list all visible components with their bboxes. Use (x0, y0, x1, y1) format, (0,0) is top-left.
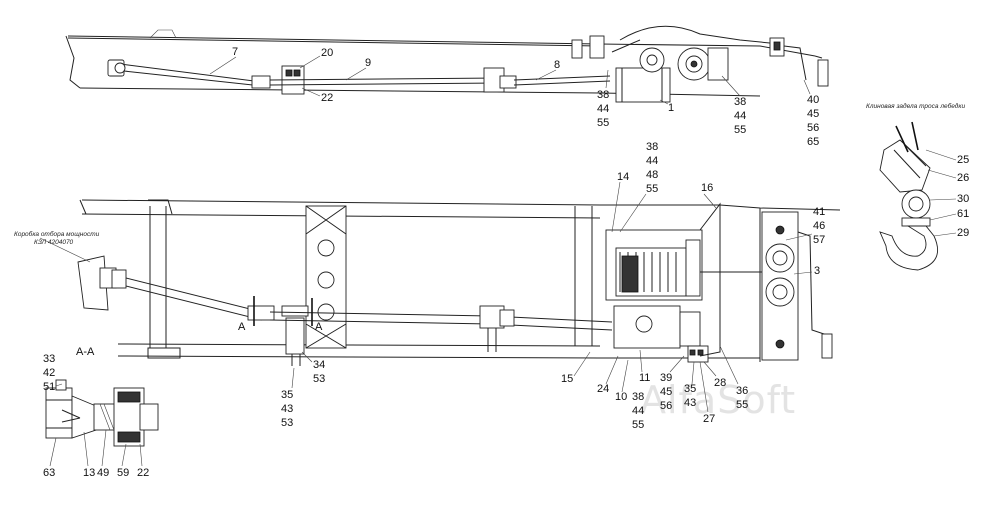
top-view (65, 25, 829, 103)
callout-44b: 44 (734, 110, 746, 122)
section-a-a (45, 379, 159, 447)
callout-7: 7 (232, 46, 238, 58)
callout-m15: 15 (561, 373, 573, 385)
cut-mark-right: А (315, 321, 323, 333)
callout-m35: 35 (281, 389, 293, 401)
callout-m24: 24 (597, 383, 609, 395)
callout-h26: 26 (957, 172, 969, 184)
callout-56: 56 (807, 122, 819, 134)
callout-40: 40 (807, 94, 819, 106)
callout-m46: 46 (813, 220, 825, 232)
callout-m38: 38 (646, 141, 658, 153)
callout-55: 55 (597, 117, 609, 129)
callout-s33: 33 (43, 353, 55, 365)
pto-note-line2: КЗЛ 4204070 (34, 239, 74, 246)
callout-m44c: 44 (632, 405, 644, 417)
callout-m43b: 43 (684, 397, 696, 409)
pto-note-line1: Коробка отбора мощности (14, 230, 100, 238)
callout-s59: 59 (117, 467, 129, 479)
callout-45: 45 (807, 108, 819, 120)
callout-m14: 14 (617, 171, 629, 183)
callout-s13: 13 (83, 467, 95, 479)
callout-m56: 56 (660, 400, 672, 412)
callout-20: 20 (321, 47, 333, 59)
callout-h30: 30 (957, 193, 969, 205)
cut-mark-left: А (238, 321, 246, 333)
callout-m44: 44 (646, 155, 658, 167)
callout-m34: 34 (313, 359, 325, 371)
callout-m53b: 53 (281, 417, 293, 429)
callout-s49: 49 (97, 467, 109, 479)
callout-m39: 39 (660, 372, 672, 384)
callout-38: 38 (597, 89, 609, 101)
callout-m48: 48 (646, 169, 658, 181)
callout-65: 65 (807, 136, 819, 148)
callout-h61: 61 (957, 208, 969, 220)
callout-8: 8 (554, 59, 560, 71)
callout-s63: 63 (43, 467, 55, 479)
callout-44: 44 (597, 103, 609, 115)
callout-m41: 41 (813, 206, 825, 218)
hook-note: Клиновая задела троса лебедки (866, 102, 965, 110)
callout-m45: 45 (660, 386, 672, 398)
callout-m11: 11 (639, 372, 650, 384)
callout-m57: 57 (813, 234, 825, 246)
callout-m55d: 55 (736, 399, 748, 411)
callout-m28: 28 (714, 377, 726, 389)
callout-s22: 22 (137, 467, 149, 479)
callout-s42: 42 (43, 367, 55, 379)
callout-38b: 38 (734, 96, 746, 108)
callout-m53: 53 (313, 373, 325, 385)
hook-detail (879, 121, 938, 271)
callout-m55c: 55 (632, 419, 644, 431)
callout-m10: 10 (615, 391, 627, 403)
callout-m27: 27 (703, 413, 715, 425)
callout-m35b: 35 (684, 383, 696, 395)
callout-22: 22 (321, 92, 333, 104)
plan-view (77, 199, 841, 366)
callout-9: 9 (365, 57, 371, 69)
callout-s51: 51 (43, 381, 55, 393)
callout-m16: 16 (701, 182, 713, 194)
callout-h29: 29 (957, 227, 969, 239)
section-title: А-А (76, 346, 95, 358)
callout-m38c: 38 (632, 391, 644, 403)
callout-m43: 43 (281, 403, 293, 415)
callout-1: 1 (668, 102, 674, 114)
watermark: AlfaSoft (640, 378, 796, 422)
callout-55b: 55 (734, 124, 746, 136)
callout-m55: 55 (646, 183, 658, 195)
callout-m3: 3 (814, 265, 820, 277)
callout-h25: 25 (957, 154, 969, 166)
callout-m36: 36 (736, 385, 748, 397)
